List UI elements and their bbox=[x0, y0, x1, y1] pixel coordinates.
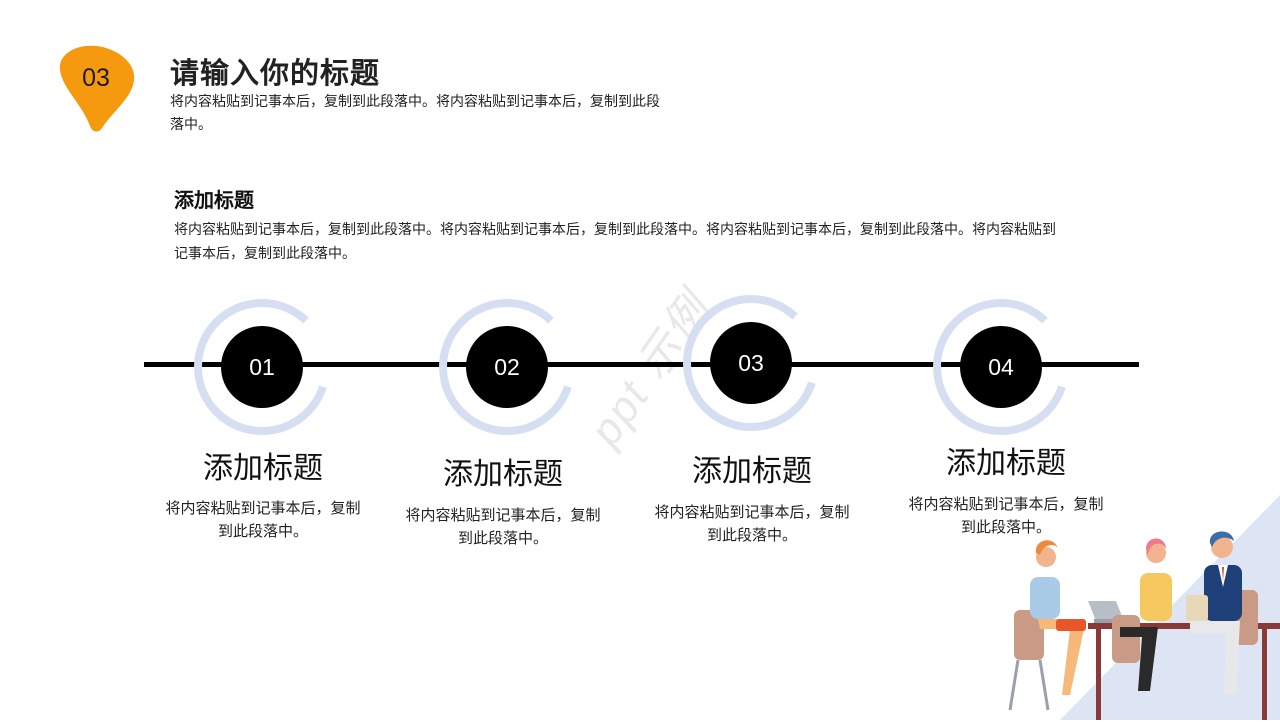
section-number-badge: 03 bbox=[52, 40, 142, 136]
step-number-circle: 01 bbox=[221, 326, 303, 408]
step-number-circle: 03 bbox=[710, 322, 792, 404]
step-ring bbox=[193, 298, 331, 436]
step-title: 添加标题 bbox=[692, 454, 812, 489]
section-title: 添加标题 bbox=[174, 188, 254, 212]
step-title: 添加标题 bbox=[203, 451, 323, 486]
section-description: 将内容粘贴到记事本后，复制到此段落中。将内容粘贴到记事本后，复制到此段落中。将内… bbox=[174, 222, 1056, 262]
step-title: 添加标题 bbox=[946, 446, 1066, 481]
watermark: ppt 示例 bbox=[580, 284, 721, 455]
step-description: 将内容粘贴到记事本后，复制到此段落中。 bbox=[654, 503, 850, 544]
step-ring bbox=[438, 298, 576, 436]
page-title: 请输入你的标题 bbox=[170, 56, 381, 90]
badge-number: 03 bbox=[82, 64, 110, 92]
step-description: 将内容粘贴到记事本后，复制到此段落中。 bbox=[405, 506, 601, 547]
page-description: 将内容粘贴到记事本后，复制到此段落中。将内容粘贴到记事本后，复制到此段落中。 bbox=[170, 94, 660, 133]
step-number-circle: 02 bbox=[466, 326, 548, 408]
office-team-illustration bbox=[1000, 495, 1280, 720]
step-ring bbox=[932, 298, 1070, 436]
step-number-circle: 04 bbox=[960, 326, 1042, 408]
step-description: 将内容粘贴到记事本后，复制到此段落中。 bbox=[165, 499, 361, 540]
step-title: 添加标题 bbox=[443, 457, 563, 492]
badge-shape-icon bbox=[59, 45, 135, 132]
